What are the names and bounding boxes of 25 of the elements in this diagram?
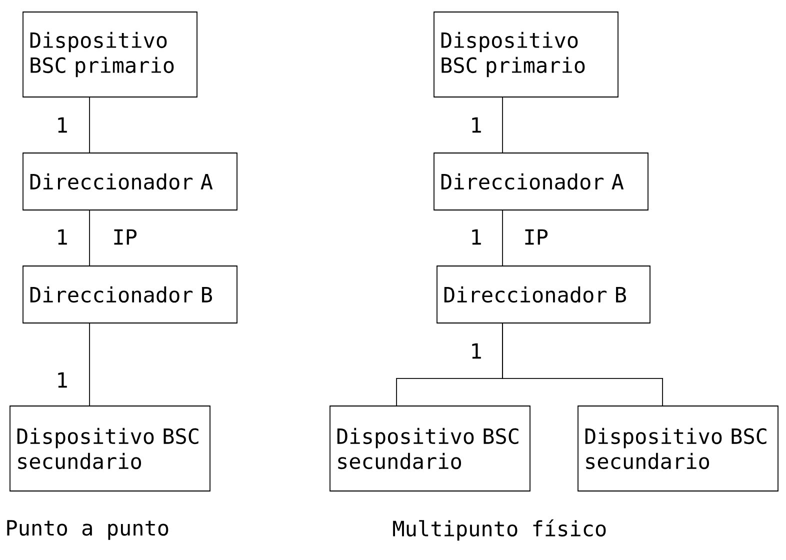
router-box: Direccionador A [22,152,238,210]
device-box: Dispositivo BSC primario [22,12,198,98]
router-box: Direccionador B [22,266,238,324]
router-box: Direccionador B [436,266,650,324]
edge-label: 1 [54,371,70,389]
connector-line [89,97,90,153]
edge-label: 1 [468,228,484,246]
caption: Multipunto físico [393,519,606,541]
edge-label: 1 [468,342,484,360]
connector-line [89,323,90,406]
connector-line [502,97,503,153]
router-box: Direccionador A [434,152,648,210]
device-box: Dispositivo BSC secundario [330,406,530,492]
connector-line [502,323,663,406]
connector-line [89,210,90,266]
protocol-label: IP [114,229,137,245]
caption: Punto a punto [7,520,168,540]
device-box: Dispositivo BSC secundario [10,406,210,492]
device-box: Dispositivo BSC primario [434,12,618,98]
edge-label: 1 [54,116,70,134]
edge-label: 1 [468,116,484,134]
protocol-label: IP [525,229,548,245]
connector-line [502,210,503,266]
device-box: Dispositivo BSC secundario [578,406,778,492]
edge-label: 1 [54,228,70,246]
